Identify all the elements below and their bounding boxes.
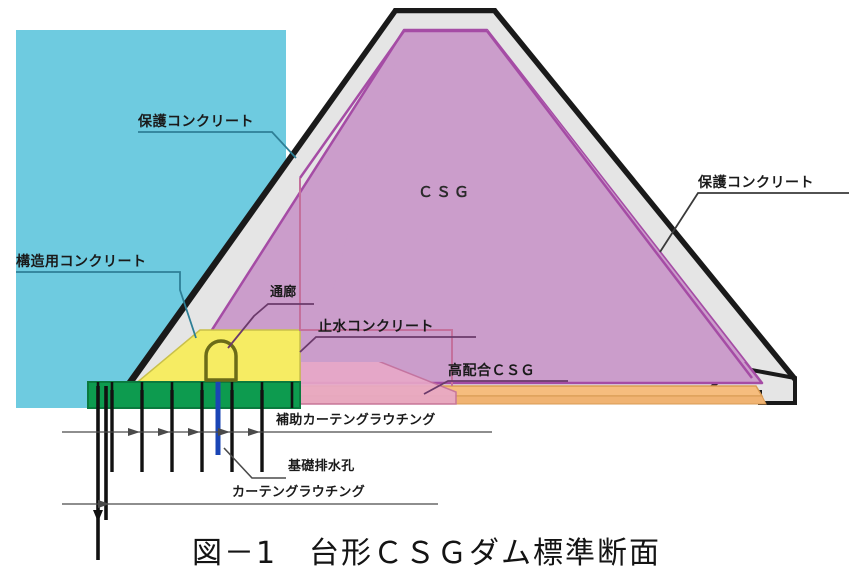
leader-structural-concrete (16, 271, 197, 339)
foundation-concrete-band (87, 381, 301, 409)
leader-curtain-grouting-arrow (98, 500, 110, 508)
leader-auxiliary-ticks (128, 428, 260, 436)
label-high-mix-csg: 高配合ＣＳＧ (448, 363, 535, 379)
label-csg-body: ＣＳＧ (418, 183, 473, 201)
label-curtain-grouting: カーテングラウチング (232, 485, 366, 500)
leader-protective-concrete-right (659, 192, 849, 253)
csg-inner-downstream-edge (486, 30, 753, 379)
leader-gallery (227, 303, 314, 349)
label-auxiliary-curtain-grouting: 補助カーテングラウチング (276, 413, 436, 428)
leader-protective-concrete-left (138, 131, 297, 159)
upstream-face-outline (124, 10, 397, 392)
figure-caption: 図－1 台形ＣＳＧダム標準断面 (191, 536, 662, 571)
leader-high-mix-csg (423, 380, 568, 395)
label-foundation-drain-hole: 基礎排水孔 (288, 459, 355, 474)
gallery-opening (204, 339, 238, 382)
downstream-face-outline (493, 10, 797, 382)
csg-inner-upstream-edge (298, 30, 406, 179)
label-structural-concrete: 構造用コンクリート (16, 254, 147, 270)
csg-body-overlay (300, 30, 745, 362)
label-protective-concrete-right: 保護コンクリート (698, 175, 814, 191)
water-stop-boundary-line (299, 178, 453, 386)
label-water-stop-concrete: 止水コンクリート (318, 319, 434, 335)
curtain-grouting-arrowhead-down (93, 510, 103, 522)
leader-foundation-drain-hole (223, 447, 286, 479)
label-gallery: 通廊 (270, 285, 297, 300)
leader-water-stop-concrete (299, 336, 476, 353)
label-protective-concrete-left: 保護コンクリート (138, 114, 254, 130)
auxiliary-grouting-holes (110, 390, 264, 472)
